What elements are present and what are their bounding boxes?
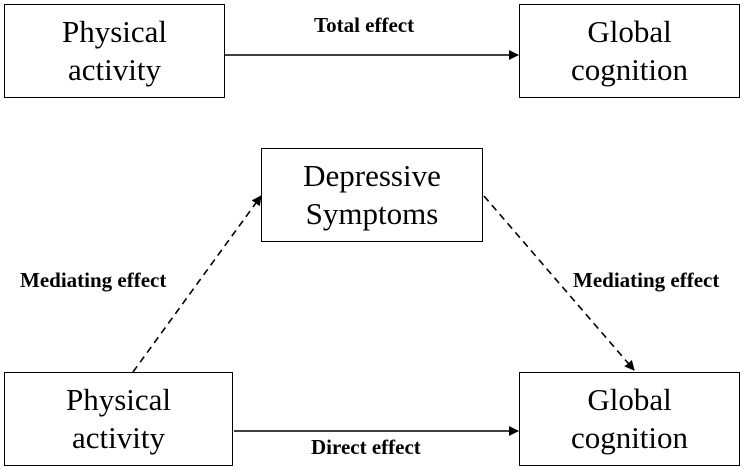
physical-activity-line1: Physical	[61, 14, 168, 49]
physical-activity-box-top: Physical activity	[4, 4, 225, 98]
physical-activity-box-bottom: Physical activity	[4, 372, 233, 466]
left-mediating-arrow	[132, 195, 262, 373]
global-cognition-box-bottom: Global cognition	[519, 372, 740, 466]
global-cognition-line1: Global	[587, 382, 672, 417]
global-cognition-line2: cognition	[570, 52, 689, 87]
left-mediating-effect-label: Mediating effect	[20, 268, 167, 292]
physical-activity-line2: activity	[68, 52, 161, 87]
total-effect-label: Total effect	[314, 13, 415, 37]
right-mediating-arrow	[483, 195, 635, 371]
physical-activity-line1: Physical	[65, 382, 172, 417]
global-cognition-line1: Global	[587, 14, 672, 49]
right-mediating-effect-label: Mediating effect	[573, 268, 720, 292]
depressive-symptoms-line2: Symptoms	[305, 196, 439, 231]
direct-effect-label: Direct effect	[311, 435, 421, 459]
depressive-symptoms-box: Depressive Symptoms	[261, 148, 483, 242]
physical-activity-line2: activity	[72, 420, 165, 455]
depressive-symptoms-line1: Depressive	[303, 158, 441, 193]
global-cognition-line2: cognition	[570, 420, 689, 455]
global-cognition-box-top: Global cognition	[519, 4, 740, 98]
